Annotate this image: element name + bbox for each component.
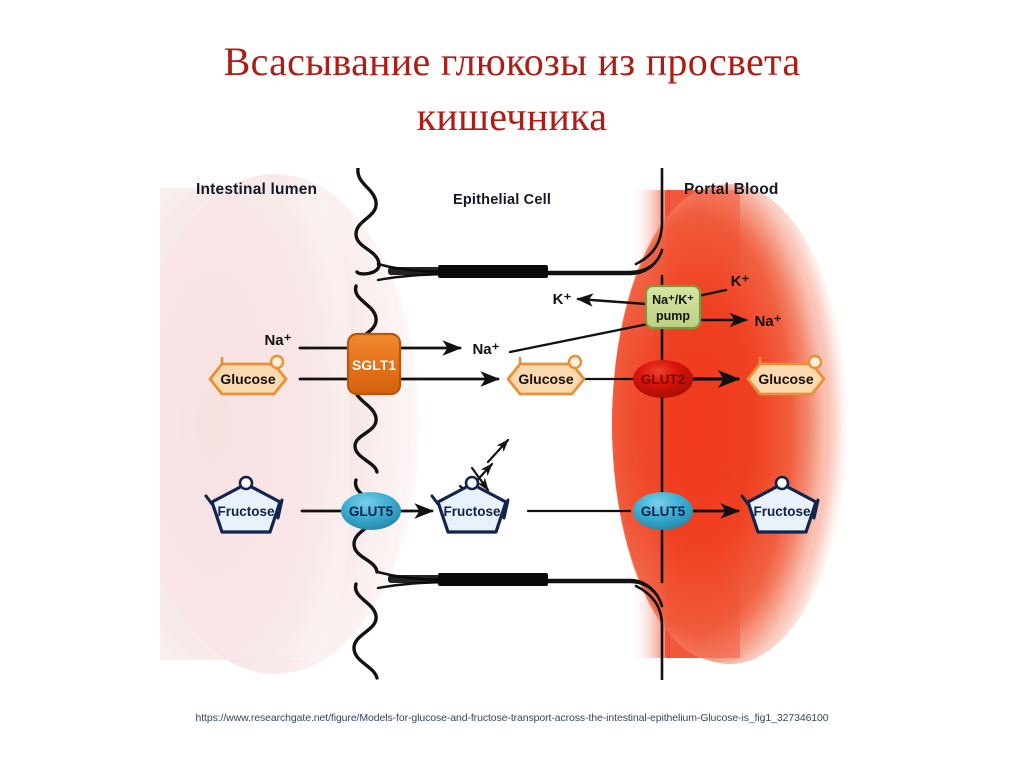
- molecule-glucose-lumen: Glucose: [208, 354, 288, 396]
- region-label-portal-blood: Portal Blood: [684, 181, 779, 198]
- glucose-lumen-label: Glucose: [220, 371, 275, 387]
- sglt1-label: SGLT1: [352, 357, 396, 373]
- source-url-caption: https://www.researchgate.net/figure/Mode…: [195, 712, 829, 724]
- transporter-glut2[interactable]: GLUT2: [633, 360, 693, 398]
- line-na-cell-to-pump: [508, 322, 650, 354]
- glut5-basolateral-label: GLUT5: [641, 504, 686, 519]
- transporter-sglt1[interactable]: SGLT1: [346, 332, 402, 396]
- molecule-glucose-cell: Glucose: [506, 354, 586, 396]
- glut2-label: GLUT2: [641, 372, 685, 387]
- tight-junction-bottom: [376, 570, 664, 608]
- arrow-pump-to-k-cell: [576, 293, 648, 307]
- ion-k-cell: K⁺: [553, 291, 572, 308]
- molecule-fructose-blood: Fructose: [740, 475, 820, 534]
- tight-junction-top: [376, 248, 664, 282]
- region-label-epithelial-cell: Epithelial Cell: [453, 192, 551, 208]
- transporter-glut5-apical[interactable]: GLUT5: [341, 492, 401, 530]
- glut5-apical-label: GLUT5: [349, 504, 394, 519]
- ion-na-cell: Na⁺: [472, 341, 499, 358]
- glucose-cell-label: Glucose: [518, 371, 573, 387]
- page-title-line-1: Всасывание глюкозы из просвета: [223, 39, 801, 84]
- na-k-pump-label-line-2: pump: [656, 309, 690, 323]
- molecule-fructose-lumen: Fructose: [204, 475, 284, 534]
- region-intestinal-lumen: [160, 174, 420, 674]
- region-label-intestinal-lumen: Intestinal lumen: [196, 181, 317, 198]
- ion-na-lumen: Na⁺: [264, 332, 291, 349]
- na-k-pump-label-line-1: Na⁺/K⁺: [652, 293, 694, 307]
- transport-arrows: [298, 288, 748, 519]
- fructose-cell-label: Fructose: [443, 504, 501, 519]
- molecule-fructose-cell: Fructose: [430, 475, 510, 534]
- ion-na-blood: Na⁺: [754, 313, 781, 330]
- page-title: Всасывание глюкозы из просвета кишечника: [0, 34, 1024, 144]
- transporter-na-k-pump[interactable]: Na⁺/K⁺ pump: [644, 284, 702, 330]
- ion-k-blood: K⁺: [731, 273, 750, 290]
- line-pump-to-k-blood: [696, 288, 728, 298]
- transport-diagram: Glucose Glucose Glucose Fructose Fructos…: [160, 168, 864, 680]
- fructose-blood-label: Fructose: [753, 504, 811, 519]
- page-title-line-2: кишечника: [416, 94, 608, 140]
- molecule-glucose-blood: Glucose: [746, 354, 826, 396]
- glucose-blood-label: Glucose: [758, 371, 813, 387]
- transporter-glut5-basolateral[interactable]: GLUT5: [633, 492, 693, 530]
- fructose-lumen-label: Fructose: [217, 504, 275, 519]
